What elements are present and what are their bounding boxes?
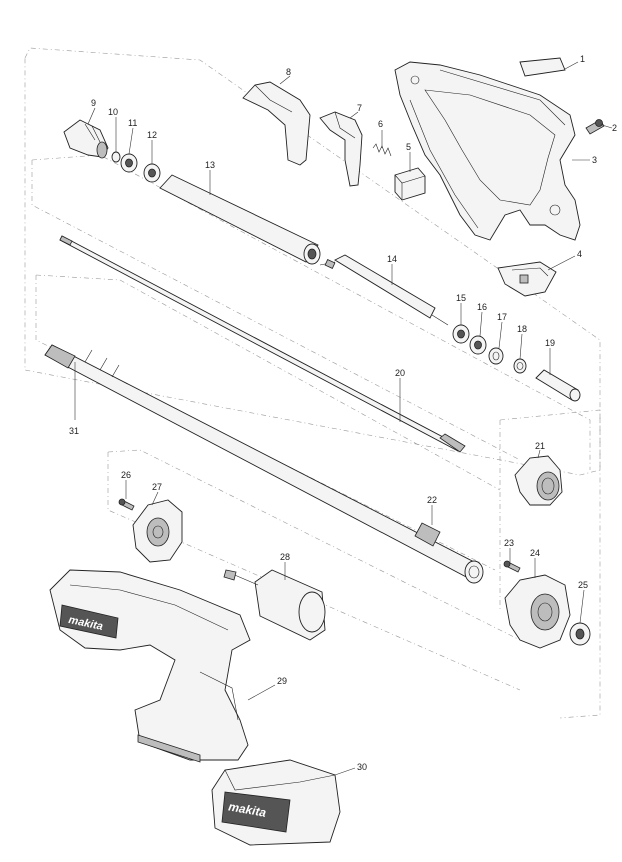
part-label-19: 19 — [545, 338, 555, 348]
part-label-28: 28 — [280, 552, 290, 562]
part-label-1: 1 — [580, 54, 585, 64]
part-label-15: 15 — [456, 293, 466, 303]
lock-nut — [514, 455, 563, 506]
part-label-20: 20 — [395, 368, 405, 378]
part-label-4: 4 — [577, 249, 582, 259]
outer-tube — [44, 344, 484, 584]
part-label-21: 21 — [535, 441, 545, 451]
spindle — [319, 254, 449, 326]
tube — [159, 174, 321, 265]
part-label-10: 10 — [108, 107, 118, 117]
part-label-23: 23 — [504, 538, 514, 548]
screw-top — [585, 119, 605, 135]
fan-baffle — [132, 499, 183, 563]
part-label-22: 22 — [427, 495, 437, 505]
part-label-12: 12 — [147, 130, 157, 140]
part-label-31: 31 — [69, 426, 79, 436]
washer-17 — [488, 347, 504, 365]
part-label-9: 9 — [91, 98, 96, 108]
handle-housing: makita — [49, 569, 251, 763]
motor-bracket — [504, 574, 571, 649]
bearing-12 — [143, 163, 161, 183]
part-label-25: 25 — [578, 580, 588, 590]
battery-cover: makita — [211, 759, 341, 846]
screw-26 — [118, 498, 135, 511]
part-label-30: 30 — [357, 762, 367, 772]
part-label-11: 11 — [128, 118, 137, 128]
part-label-17: 17 — [497, 312, 507, 322]
part-label-29: 29 — [277, 676, 287, 686]
small-ring — [111, 151, 121, 163]
assembly-outlines — [24, 47, 601, 719]
part-label-16: 16 — [477, 302, 487, 312]
label-plate — [519, 57, 566, 77]
bearing-16 — [469, 335, 487, 355]
bearing-25 — [569, 622, 591, 646]
part-label-5: 5 — [406, 142, 411, 152]
bearing-11 — [120, 153, 138, 173]
part-label-24: 24 — [530, 548, 540, 558]
part-label-2: 2 — [612, 123, 617, 133]
nose-cap — [63, 119, 109, 159]
part-label-27: 27 — [152, 482, 162, 492]
leader-lines — [74, 61, 613, 776]
switch-plate — [497, 261, 557, 297]
sleeve-19 — [535, 369, 581, 402]
switch-block — [394, 167, 426, 201]
lever — [319, 111, 363, 187]
housing-cover — [394, 61, 581, 241]
part-label-18: 18 — [517, 324, 527, 334]
part-label-13: 13 — [205, 160, 215, 170]
part-label-7: 7 — [357, 103, 362, 113]
brand-logo-battery-cover: makita — [227, 799, 267, 819]
ring-18 — [513, 358, 527, 374]
part-label-26: 26 — [121, 470, 131, 480]
part-number-labels: 1 2 3 4 5 6 7 8 9 10 11 12 13 14 15 16 1… — [69, 54, 617, 772]
long-rod — [59, 235, 466, 453]
bearing-15 — [452, 324, 470, 344]
part-label-6: 6 — [378, 119, 383, 129]
screw-23 — [503, 560, 521, 573]
part-label-3: 3 — [592, 155, 597, 165]
part-label-8: 8 — [286, 67, 291, 77]
part-label-14: 14 — [387, 254, 397, 264]
bracket — [242, 81, 311, 166]
motor — [223, 569, 326, 641]
